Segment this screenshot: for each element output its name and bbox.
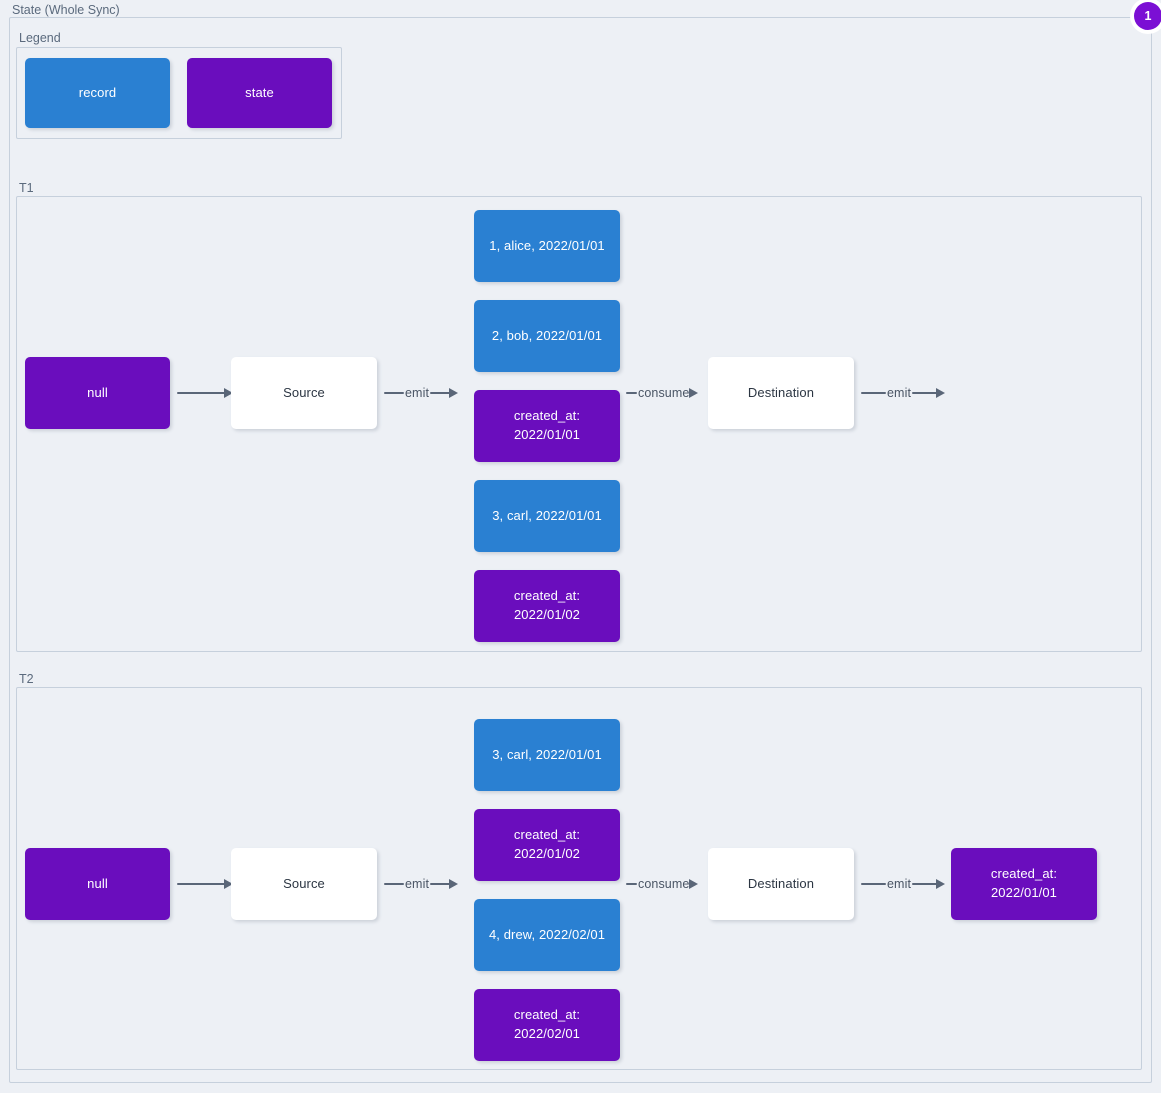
t1-message-1: 1, alice, 2022/01/01 bbox=[474, 210, 620, 282]
t2-destination-node: Destination bbox=[708, 848, 854, 920]
arrow-line bbox=[430, 391, 451, 395]
tick-frame-t1 bbox=[16, 196, 1142, 652]
legend-title: Legend bbox=[19, 32, 64, 45]
t1-arrow-consume: consume bbox=[626, 386, 699, 401]
t2-arrow-consume: consume bbox=[626, 877, 699, 892]
t1-message-5: created_at: 2022/01/02 bbox=[474, 570, 620, 642]
t1-message-4: 3, carl, 2022/01/01 bbox=[474, 480, 620, 552]
t2-arrow-emit: emit bbox=[384, 877, 459, 892]
tick-frame-t2 bbox=[16, 687, 1142, 1070]
t2-consume-label: consume bbox=[638, 877, 690, 892]
t1-arrow-final-emit: emit bbox=[861, 386, 946, 401]
arrow-line bbox=[177, 391, 225, 395]
arrow-line bbox=[626, 391, 637, 395]
t2-emit-label: emit bbox=[405, 877, 430, 892]
arrow-line bbox=[861, 391, 886, 395]
arrow-head-icon bbox=[936, 879, 946, 889]
t2-state-in: null bbox=[25, 848, 170, 920]
t2-final-emit-label: emit bbox=[887, 877, 912, 892]
arrow-head-icon bbox=[689, 388, 699, 398]
arrow-head-icon bbox=[936, 388, 946, 398]
arrow-head-icon bbox=[224, 388, 233, 398]
t1-arrow-emit: emit bbox=[384, 386, 459, 401]
tick-label-t1: T1 bbox=[19, 182, 37, 195]
arrow-line bbox=[384, 882, 404, 886]
arrow-line bbox=[912, 882, 938, 886]
legend-frame bbox=[16, 47, 342, 139]
t1-emit-label: emit bbox=[405, 386, 430, 401]
t2-arrow-final-emit: emit bbox=[861, 877, 946, 892]
t1-message-3: created_at: 2022/01/01 bbox=[474, 390, 620, 462]
t2-state-out: created_at: 2022/01/01 bbox=[951, 848, 1097, 920]
legend-swatch-state: state bbox=[187, 58, 332, 128]
arrow-line bbox=[384, 391, 404, 395]
page-title: State (Whole Sync) bbox=[12, 4, 123, 17]
tick-label-t2: T2 bbox=[19, 673, 37, 686]
arrow-head-icon bbox=[449, 388, 459, 398]
arrow-line bbox=[177, 882, 225, 886]
t1-consume-label: consume bbox=[638, 386, 690, 401]
t2-source-node: Source bbox=[231, 848, 377, 920]
arrow-line bbox=[430, 882, 451, 886]
t1-state-in: null bbox=[25, 357, 170, 429]
arrow-line bbox=[912, 391, 938, 395]
t1-source-node: Source bbox=[231, 357, 377, 429]
t2-message-2: created_at: 2022/01/02 bbox=[474, 809, 620, 881]
arrow-line bbox=[861, 882, 886, 886]
arrow-head-icon bbox=[224, 879, 233, 889]
legend-swatch-record: record bbox=[25, 58, 170, 128]
t1-destination-node: Destination bbox=[708, 357, 854, 429]
arrow-head-icon bbox=[689, 879, 699, 889]
t1-arrow-state-to-source bbox=[177, 386, 233, 400]
t2-arrow-state-to-source bbox=[177, 877, 233, 891]
t1-final-emit-label: emit bbox=[887, 386, 912, 401]
t2-message-4: created_at: 2022/02/01 bbox=[474, 989, 620, 1061]
root-frame bbox=[9, 17, 1152, 1083]
arrow-head-icon bbox=[449, 879, 459, 889]
status-badge[interactable]: 1 bbox=[1134, 2, 1161, 30]
arrow-line bbox=[626, 882, 637, 886]
t2-message-3: 4, drew, 2022/02/01 bbox=[474, 899, 620, 971]
t2-message-1: 3, carl, 2022/01/01 bbox=[474, 719, 620, 791]
t1-message-2: 2, bob, 2022/01/01 bbox=[474, 300, 620, 372]
